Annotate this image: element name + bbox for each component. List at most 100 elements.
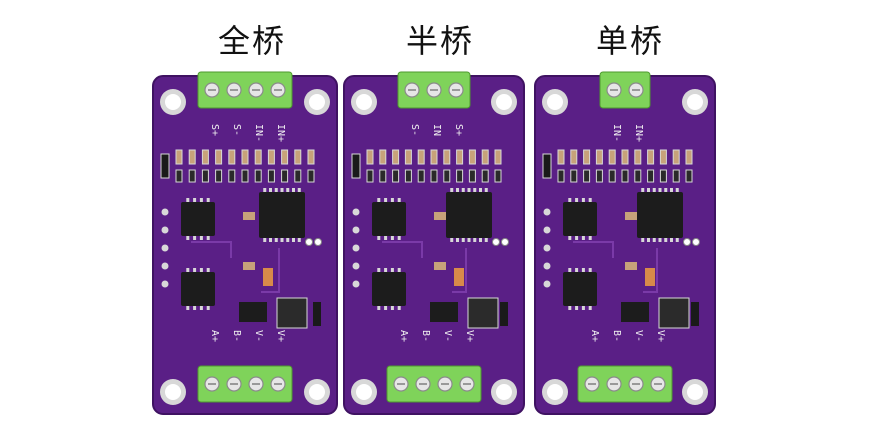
ic-main-pin <box>292 238 295 242</box>
edge-pad <box>543 226 551 234</box>
smd-resistor <box>481 149 489 165</box>
ic-main-pin <box>675 238 679 242</box>
ic-main-pin <box>461 188 465 192</box>
edge-pad <box>352 280 360 288</box>
tantalum-capacitor <box>645 268 655 286</box>
ic-main-pin <box>670 188 673 192</box>
mounting-hole-center <box>687 94 703 110</box>
ic-upper-left-pin <box>206 236 210 240</box>
smd-resistor <box>583 149 591 165</box>
ic-upper-left-pin <box>397 236 401 240</box>
ic-main-pin <box>274 238 278 242</box>
edge-pad <box>161 280 169 288</box>
regulator <box>430 302 458 322</box>
smd-resistor <box>281 149 289 165</box>
ic-lower-left <box>372 272 406 306</box>
pcb-trace <box>573 241 614 258</box>
top-pin-label: IN+ <box>633 124 644 142</box>
bottom-pin-label: V- <box>253 330 264 342</box>
ic-main-pin <box>479 238 482 242</box>
ic-lower-left-pin <box>384 306 388 310</box>
smd-diode <box>160 153 170 179</box>
ic-upper-left-pin <box>575 198 579 202</box>
smd-part <box>243 212 255 220</box>
mounting-hole-center <box>687 384 703 400</box>
ic-lower-left-pin <box>390 306 394 310</box>
edge-pad <box>543 244 551 252</box>
smd-capacitor <box>366 169 374 183</box>
ic-upper-left-pin <box>384 198 388 202</box>
edge-pad <box>543 208 551 216</box>
bottom-pin-label: V+ <box>275 330 286 342</box>
smd-capacitor <box>430 169 438 183</box>
smd-resistor <box>443 149 451 165</box>
top-terminal <box>197 71 293 109</box>
top-pin-label: IN- <box>611 124 622 142</box>
ic-lower-left-pin <box>568 268 572 272</box>
pcb-trace <box>261 248 280 293</box>
mounting-hole-center <box>165 94 181 110</box>
smd-capacitor <box>443 169 451 183</box>
ic-main-pin <box>286 188 290 192</box>
smd-capacitor <box>659 169 667 183</box>
top-terminal <box>599 71 651 109</box>
smd-resistor <box>241 149 249 165</box>
smd-capacitor <box>468 169 476 183</box>
ic-lower-left <box>563 272 597 306</box>
smd-diode <box>313 302 321 326</box>
top-pin-label: S+ <box>453 124 464 136</box>
smd-part <box>625 262 637 270</box>
ic-lower-left-pin <box>568 306 572 310</box>
ic-main-pin <box>484 188 488 192</box>
edge-pad <box>352 244 360 252</box>
board-full-bridge: S+S-IN-IN+A+B-V-V+ <box>151 62 339 420</box>
smd-capacitor <box>647 169 655 183</box>
smd-resistor <box>659 149 667 165</box>
ic-main-pin <box>297 238 301 242</box>
regulator <box>621 302 649 322</box>
pcb-trace <box>382 241 423 258</box>
title-full-bridge: 全桥 <box>217 22 286 60</box>
edge-pad <box>352 226 360 234</box>
bottom-terminal <box>577 365 673 403</box>
smd-capacitor <box>267 169 275 183</box>
smd-resistor <box>307 149 315 165</box>
smd-resistor <box>379 149 387 165</box>
ic-main-pin <box>664 188 668 192</box>
ic-lower-left-pin <box>575 268 579 272</box>
header-pin <box>683 238 691 246</box>
mounting-hole-center <box>309 384 325 400</box>
inductor <box>658 297 690 329</box>
edge-pad <box>352 208 360 216</box>
tantalum-capacitor <box>263 268 273 286</box>
ic-main-pin <box>461 238 465 242</box>
ic-upper-left-pin <box>193 236 197 240</box>
ic-main-pin <box>641 238 645 242</box>
bottom-pin-label: B- <box>611 330 622 342</box>
ic-upper-left <box>181 202 215 236</box>
regulator <box>239 302 267 322</box>
bottom-pin-label: B- <box>420 330 431 342</box>
ic-main-pin <box>658 238 662 242</box>
bottom-terminal <box>386 365 482 403</box>
smd-diode <box>500 302 508 326</box>
top-pin-label: IN+ <box>275 124 286 142</box>
header-pin <box>305 238 313 246</box>
smd-resistor <box>570 149 578 165</box>
smd-resistor <box>456 149 464 165</box>
ic-lower-left-pin <box>397 268 401 272</box>
top-pin-label: IN <box>431 124 442 136</box>
smd-resistor <box>175 149 183 165</box>
inductor <box>276 297 308 329</box>
smd-capacitor <box>307 169 315 183</box>
smd-resistor <box>392 149 400 165</box>
ic-upper-left-pin <box>199 198 203 202</box>
pcb-trace <box>452 248 467 293</box>
header-pin <box>314 238 322 246</box>
ic-upper-left-pin <box>193 198 197 202</box>
bottom-terminal <box>197 365 293 403</box>
ic-lower-left-pin <box>186 268 190 272</box>
ic-lower-left-pin <box>193 268 197 272</box>
ic-main-pin <box>269 238 272 242</box>
